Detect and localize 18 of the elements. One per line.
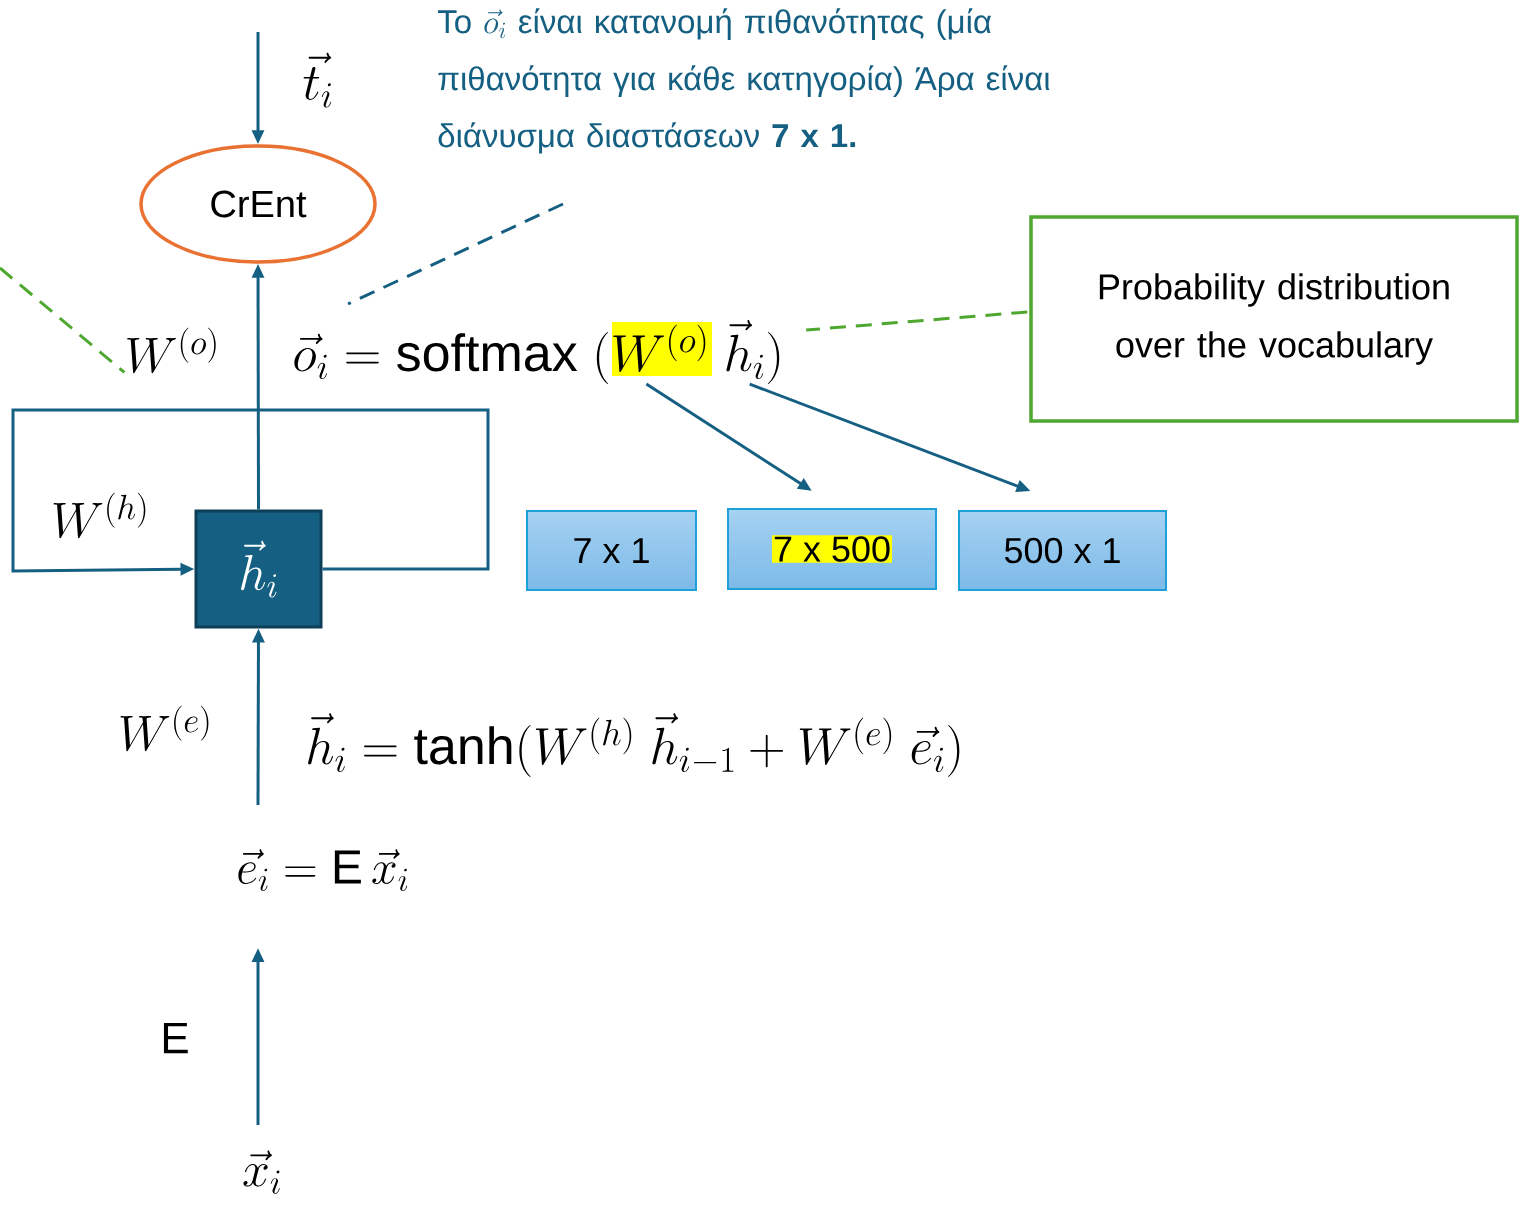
formula: $\vec{h}_i = \mbox{tanh}(W^{(h)}\ \vec{h}_{i-1} + W^{(e)}\ \vec{e}_i)$ <box>308 713 960 777</box>
leader-line <box>347 202 564 306</box>
vector-label: $\vec{t}_i$ <box>303 52 332 108</box>
ellipse-node: CrEnt <box>139 144 377 264</box>
dimension-box: 7 x 500 <box>727 508 937 590</box>
dimension-box: 7 x 1 <box>526 510 697 591</box>
leader-line <box>0 266 126 374</box>
callout-box: Probability distribution over the vocabulary <box>1029 215 1519 423</box>
dimension-box: 500 x 1 <box>958 510 1167 591</box>
note-text: Το $\vec{o}_i$ είναι κατανομή πιθανότητας (μία πιθανότητα για κάθε κατηγορία) Άρα είναι διάνυσμα διαστάσεων 7 x 1. <box>437 8 1050 154</box>
weight-label: $W^{(e)}$ <box>120 705 209 752</box>
leader-line <box>806 310 1028 332</box>
input-vector: $\vec{x}_i$ <box>243 1150 280 1194</box>
weight-label: $W^{(h)}$ <box>53 492 146 539</box>
matrix-label: E <box>163 1022 188 1054</box>
hidden-state-box: $\vec{h}_i$ <box>194 509 323 629</box>
formula: $\vec{e}_i = \mbox{E}\,\vec{x}_i$ <box>238 849 408 892</box>
weight-label: $W^{(o)}$ <box>127 327 216 374</box>
